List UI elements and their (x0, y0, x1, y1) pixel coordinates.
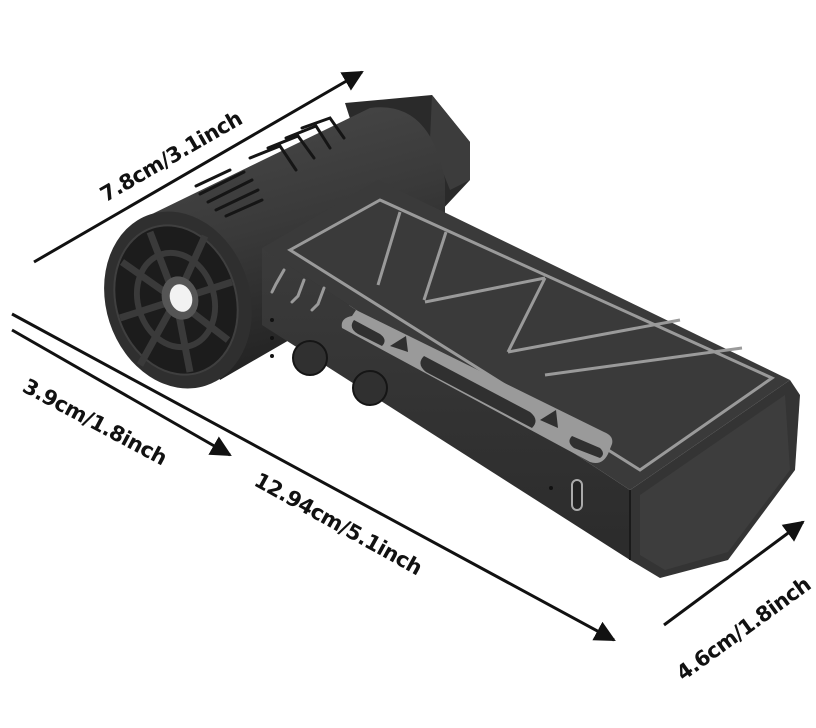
mic-hole-icon (549, 486, 553, 490)
light-mode-button-icon[interactable] (352, 370, 388, 406)
arrow-body-width (663, 520, 805, 627)
usb-c-port-icon (571, 479, 583, 511)
side-controls (270, 268, 613, 511)
dimension-lines (11, 70, 805, 642)
chevron-vents (248, 116, 346, 172)
arrow-fan-diameter (11, 328, 232, 457)
arrow-fan-length (33, 70, 364, 264)
indicator-dots-icon (270, 318, 274, 358)
slot-vents (194, 168, 264, 218)
fan-grille (104, 211, 252, 389)
wind-chevrons-icon (270, 268, 326, 312)
fan-mode-button-icon[interactable] (292, 340, 328, 376)
arrow-body-length (11, 312, 616, 642)
